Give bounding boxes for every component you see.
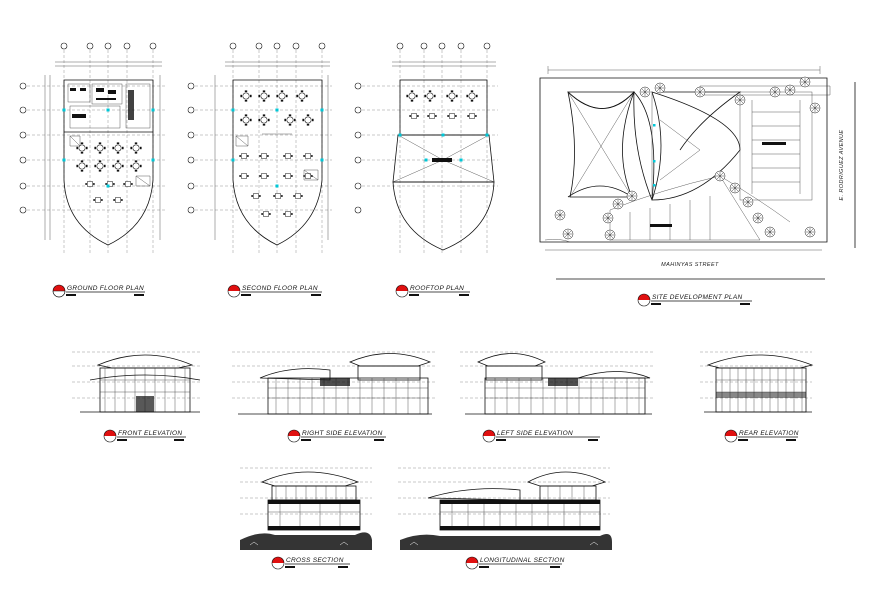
label-right-side-elevation: RIGHT SIDE ELEVATION [302, 430, 383, 437]
label-left-side-elevation: LEFT SIDE ELEVATION [497, 430, 573, 437]
title-second-floor: SECOND FLOOR PLAN [227, 284, 322, 298]
title-cross-section: CROSS SECTION [271, 556, 350, 570]
front-elevation [72, 351, 201, 413]
label-rooftop-plan: ROOFTOP PLAN [410, 285, 464, 292]
grid-bubbles-left [19, 82, 27, 214]
label-front-elevation: FRONT ELEVATION [118, 430, 182, 437]
ground-floor-tables [75, 141, 143, 203]
ground-floor-plan [19, 42, 165, 255]
grid-bubbles-left [354, 82, 362, 214]
grid-bubbles-top [229, 42, 326, 50]
left-side-elevation [460, 351, 655, 415]
title-front-elevation: FRONT ELEVATION [103, 429, 186, 443]
label-site-development-plan: SITE DEVELOPMENT PLAN [652, 294, 742, 301]
second-floor-plan [187, 42, 332, 255]
right-side-elevation [232, 351, 435, 415]
title-left-elevation: LEFT SIDE ELEVATION [482, 429, 600, 443]
second-floor-columns [231, 108, 324, 188]
grid-bubbles-top [60, 42, 157, 50]
rooftop-tables [405, 89, 479, 119]
cross-section [240, 467, 372, 550]
longitudinal-section [398, 467, 612, 550]
label-longitudinal-section: LONGITUDINAL SECTION [480, 557, 565, 564]
title-right-elevation: RIGHT SIDE ELEVATION [287, 429, 386, 443]
title-longitudinal-section: LONGITUDINAL SECTION [465, 556, 565, 570]
label-ground-floor-plan: GROUND FLOOR PLAN [67, 285, 144, 292]
grid-bubbles-left [187, 82, 195, 214]
site-trees [554, 76, 821, 241]
rear-elevation [700, 351, 814, 413]
label-rear-elevation: REAR ELEVATION [739, 430, 799, 437]
rooftop-columns [398, 133, 489, 162]
street-label-right: E. RODRIGUEZ AVENUE [839, 130, 845, 201]
rooftop-plan [354, 42, 498, 255]
ground-floor-columns [62, 108, 155, 188]
label-second-floor-plan: SECOND FLOOR PLAN [242, 285, 318, 292]
site-development-plan: MAHINYAS STREET E. RODRIGUEZ AVENUE [539, 66, 856, 280]
title-ground-floor: GROUND FLOOR PLAN [52, 284, 145, 298]
site-markers [653, 124, 656, 187]
title-site-plan: SITE DEVELOPMENT PLAN [637, 293, 752, 307]
title-rear-elevation: REAR ELEVATION [724, 429, 799, 443]
title-rooftop: ROOFTOP PLAN [395, 284, 470, 298]
label-cross-section: CROSS SECTION [286, 557, 344, 564]
grid-bubbles-top [396, 42, 491, 50]
street-label-bottom: MAHINYAS STREET [661, 262, 719, 268]
